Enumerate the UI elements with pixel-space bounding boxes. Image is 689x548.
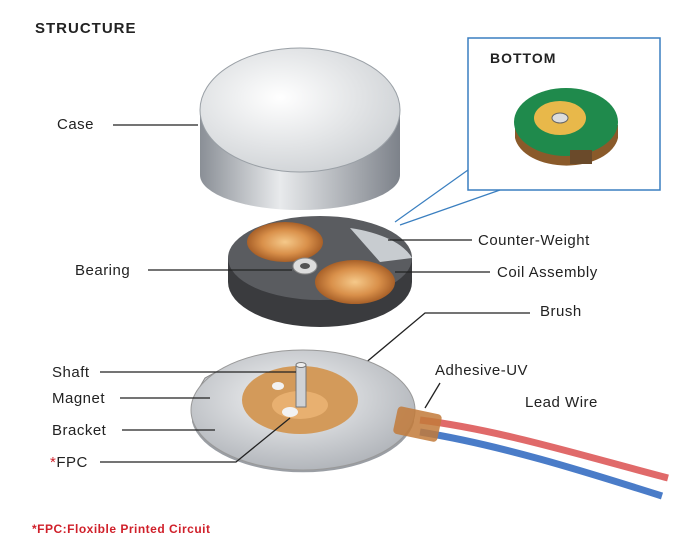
coil [315,260,395,304]
label-counter-weight: Counter-Weight [478,232,590,249]
footnote: *FPC:Floxible Printed Circuit [32,522,211,536]
bracket-part [190,349,416,473]
inset-pointer-line [394,169,469,223]
label-bearing: Bearing [75,262,131,279]
label-lead-wire: Lead Wire [525,394,598,411]
lead-wires [393,406,669,500]
brush-leader [344,312,530,381]
label-brush: Brush [540,303,582,320]
diagram-title: STRUCTURE [35,20,137,37]
fpc-leader [100,417,291,463]
label-case: Case [57,116,95,133]
adhesive-leader [424,382,441,409]
fpc-asterisk: * [50,454,57,471]
label-shaft: Shaft [52,364,90,381]
inset-title: BOTTOM [490,50,557,66]
pcb-bottom-view [514,88,618,166]
label-magnet: Magnet [52,390,106,407]
label-adhesive-uv: Adhesive-UV [435,362,529,379]
label-fpc: *FPC [50,455,88,470]
case-part [199,47,401,210]
coil [247,222,323,262]
label-coil-assembly: Coil Assembly [497,264,598,281]
label-bracket: Bracket [52,422,107,439]
inset-pointer-line [399,189,501,226]
rotor-part [228,216,412,327]
fpc-text: FPC [56,454,88,471]
